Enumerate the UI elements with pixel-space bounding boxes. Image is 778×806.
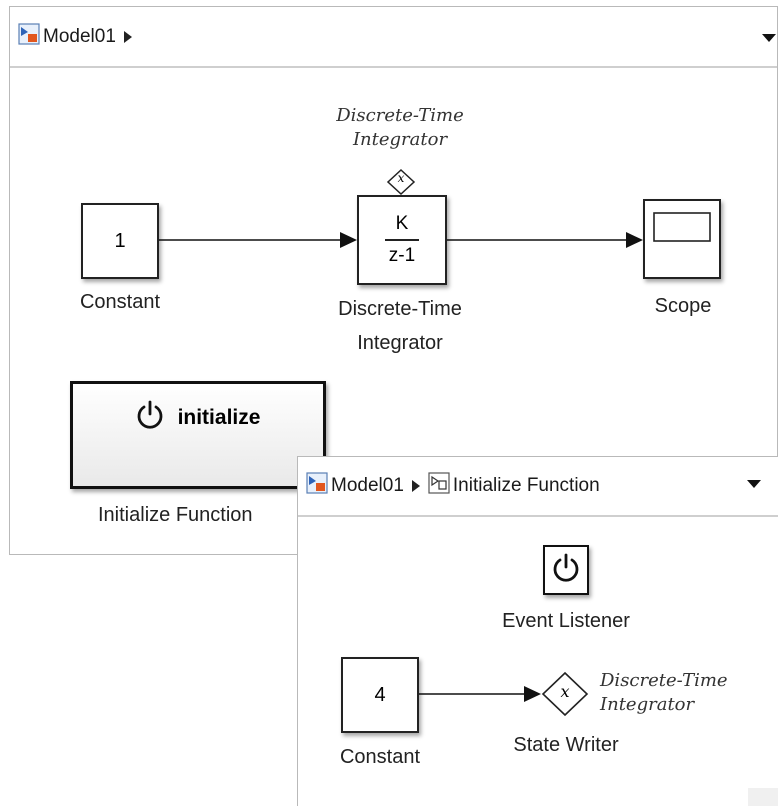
breadcrumb-model-label: Model01 — [331, 475, 404, 496]
event-listener-block[interactable] — [543, 545, 589, 595]
state-writer-label: State Writer — [513, 734, 619, 756]
constant-label: Constant — [339, 746, 421, 768]
breadcrumb-model[interactable]: Model01 — [18, 22, 140, 51]
scroll-corner — [748, 788, 778, 806]
breadcrumb-arrow-icon[interactable] — [411, 480, 420, 492]
simulink-model-icon — [306, 472, 328, 500]
initialize-function-window: Model01 Initialize Function — [297, 456, 778, 806]
integrator-fraction-bar — [385, 239, 419, 241]
power-icon — [552, 553, 580, 588]
state-writer-block[interactable]: x — [541, 671, 589, 717]
chevron-down-icon[interactable] — [762, 34, 776, 42]
simulink-model-icon — [18, 22, 40, 51]
breadcrumb-model-label: Model01 — [43, 25, 116, 47]
sub-breadcrumb-bar: Model01 Initialize Function — [298, 457, 778, 517]
integrator-numerator: K — [395, 213, 409, 235]
constant-label: Constant — [79, 291, 161, 313]
state-writer-target: Discrete-Time Integrator — [600, 670, 728, 715]
initialize-text: initialize — [177, 405, 261, 429]
discrete-time-integrator-block[interactable]: K z-1 — [357, 195, 447, 285]
main-breadcrumb-bar: Model01 — [10, 7, 777, 68]
integrator-state-name: Discrete-Time Integrator — [336, 105, 464, 150]
constant-value: 4 — [374, 683, 386, 706]
subsystem-icon — [428, 472, 450, 500]
power-icon — [136, 400, 164, 435]
constant-block[interactable]: 1 — [81, 203, 159, 279]
integrator-denominator: z-1 — [388, 244, 416, 266]
scope-label: Scope — [654, 295, 712, 317]
constant-value: 1 — [114, 229, 126, 252]
integrator-label: Discrete-Time Integrator — [338, 298, 462, 354]
initialize-function-label: Initialize Function — [98, 504, 253, 526]
event-listener-label: Event Listener — [502, 610, 630, 632]
chevron-down-icon[interactable] — [747, 480, 761, 488]
scope-block[interactable] — [643, 199, 721, 279]
initialize-function-block[interactable]: initialize — [70, 381, 326, 489]
breadcrumb-model[interactable]: Model01 — [306, 472, 428, 500]
breadcrumb-arrow-icon[interactable] — [123, 30, 132, 43]
scope-icon — [653, 212, 711, 247]
integrator-state-port-icon[interactable]: x — [386, 168, 416, 196]
breadcrumb-subsystem[interactable]: Initialize Function — [428, 472, 600, 500]
state-writer-symbol: x — [560, 682, 570, 701]
breadcrumb-subsystem-label: Initialize Function — [452, 475, 600, 496]
constant-block[interactable]: 4 — [341, 657, 419, 733]
